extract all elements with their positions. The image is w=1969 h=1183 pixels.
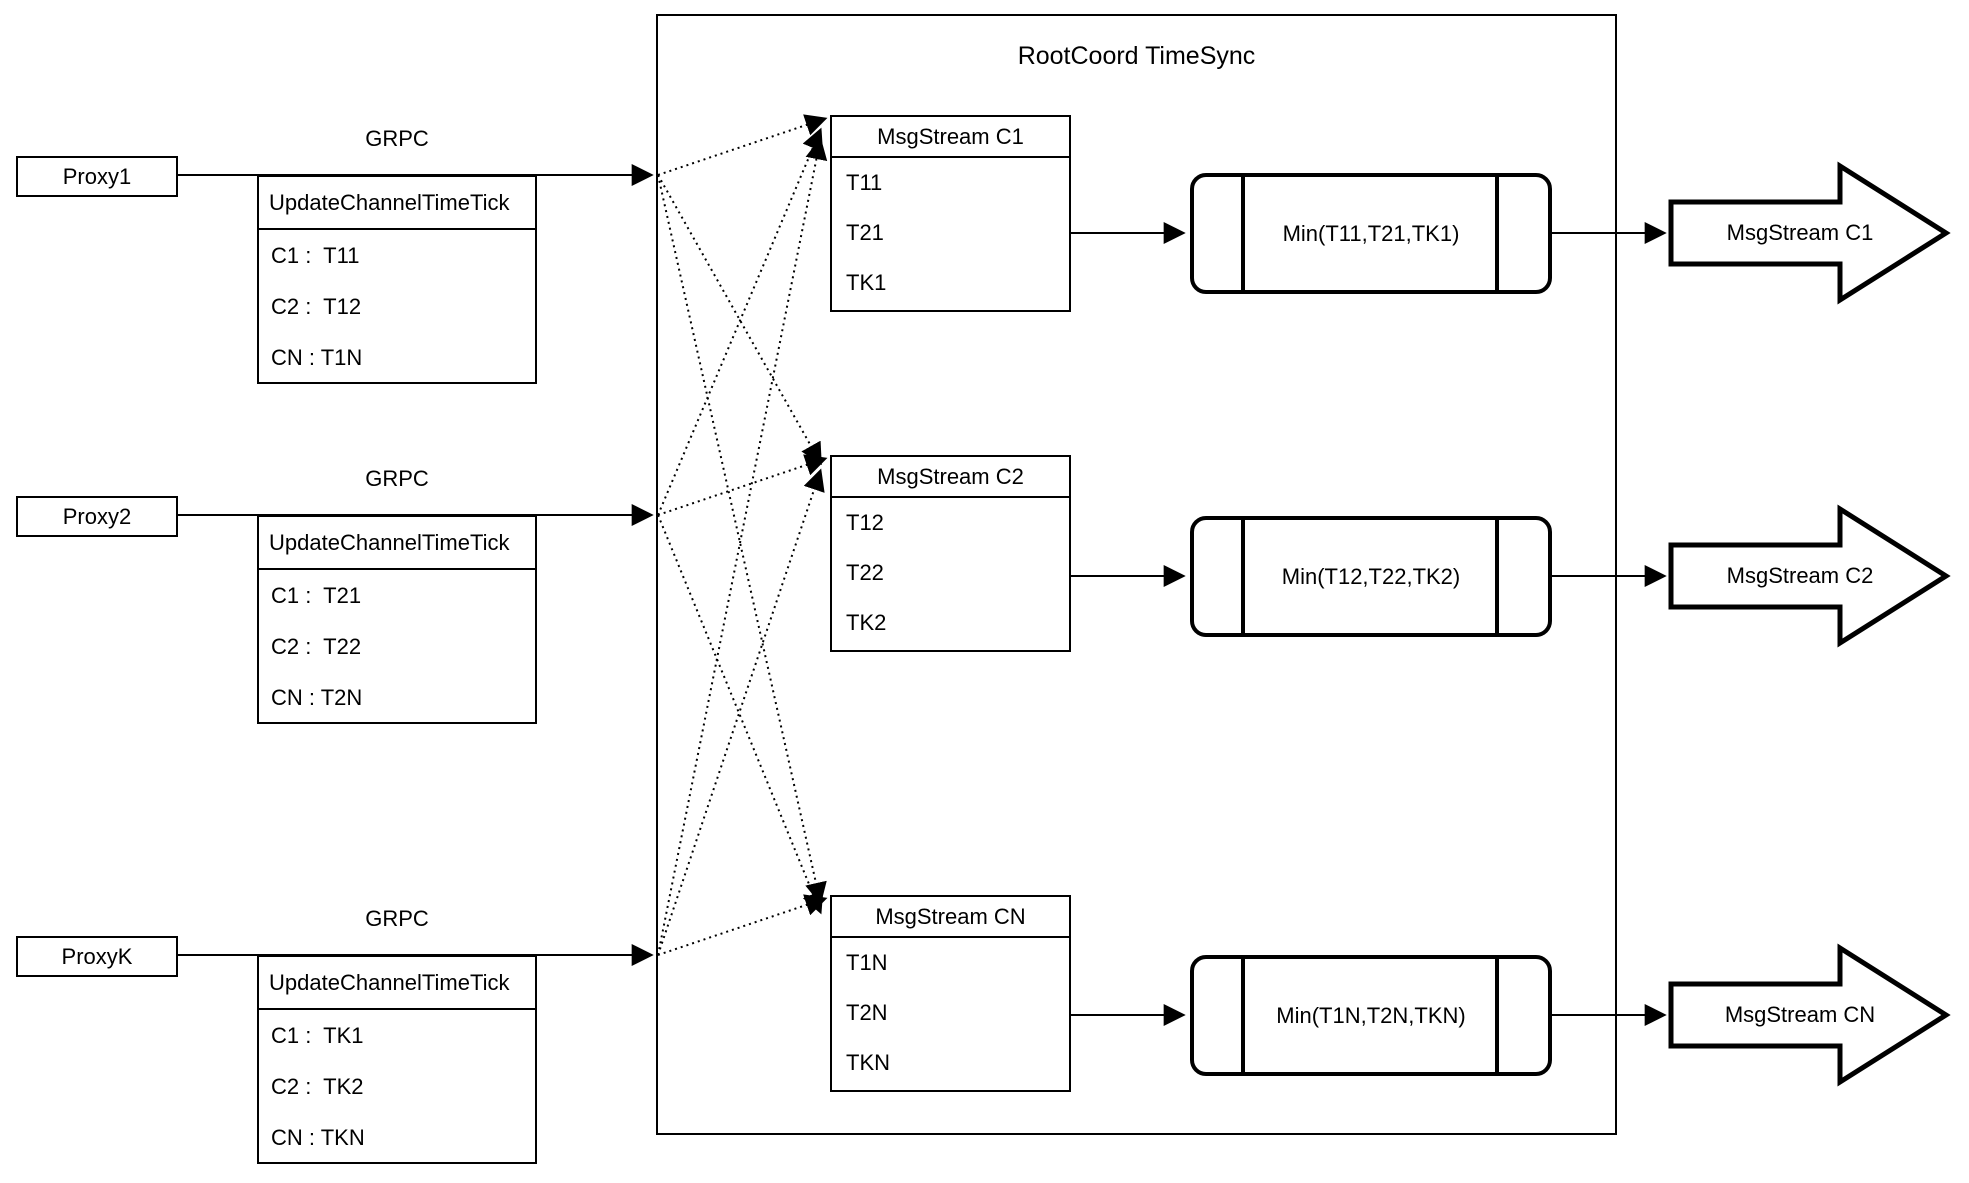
min-box: Min(T11,T21,TK1) [1190,173,1552,294]
timetick-row: CN : T2N [271,685,363,710]
msgstream-row: T12 [846,510,884,535]
msgstream-row: TK2 [846,610,887,635]
msgstream-row: T22 [846,560,884,585]
timetick-row: CN : TKN [271,1125,365,1150]
min-box: Min(T1N,T2N,TKN) [1190,955,1552,1076]
min-label: Min(T1N,T2N,TKN) [1276,1002,1466,1028]
output-arrow-label: MsgStream C1 [1726,220,1874,245]
grpc-label: GRPC [365,126,429,151]
min-box-left-bar [1241,177,1245,290]
timetick-row: C2 : TK2 [271,1074,364,1099]
rootcoord-container [656,14,1617,1135]
timetick-row: CN : T1N [271,345,363,370]
timetick-table: UpdateChannelTimeTick C1 : TK1 C2 : TK2 … [257,955,537,1164]
msgstream-row: TK1 [846,270,887,295]
proxy-box: Proxy2 [16,496,178,537]
proxy-box: Proxy1 [16,156,178,197]
timetick-row: C1 : TK1 [271,1023,364,1048]
min-box-left-bar [1241,959,1245,1072]
proxy-box: ProxyK [16,936,178,977]
min-box-right-bar [1495,959,1499,1072]
msgstream-row: T11 [846,170,883,195]
msgstream-row: T21 [846,220,884,245]
msgstream-row: T1N [846,950,888,975]
msgstream-row: TKN [846,1050,890,1075]
grpc-label: GRPC [365,906,429,931]
msgstream-table-header: MsgStream CN [832,897,1069,938]
min-label: Min(T12,T22,TK2) [1281,563,1461,589]
rootcoord-title: RootCoord TimeSync [1017,42,1256,70]
output-arrows [1668,161,1951,1087]
timetick-row: C1 : T11 [271,243,360,268]
min-box-left-bar [1241,520,1245,633]
min-box-right-bar [1495,520,1499,633]
msgstream-table: MsgStream C2 T12 T22 TK2 [830,455,1071,652]
msgstream-row: T2N [846,1000,888,1025]
timetick-table-header: UpdateChannelTimeTick [259,517,535,570]
output-arrow-label: MsgStream C2 [1726,563,1874,588]
min-box: Min(T12,T22,TK2) [1190,516,1552,637]
msgstream-table-header: MsgStream C1 [832,117,1069,158]
msgstream-table: MsgStream C1 T11 T21 TK1 [830,115,1071,312]
timetick-table: UpdateChannelTimeTick C1 : T11 C2 : T12 … [257,175,537,384]
timetick-table: UpdateChannelTimeTick C1 : T21 C2 : T22 … [257,515,537,724]
grpc-label: GRPC [365,466,429,491]
output-arrow-label: MsgStream CN [1724,1002,1876,1027]
msgstream-table: MsgStream CN T1N T2N TKN [830,895,1071,1092]
min-label: Min(T11,T21,TK1) [1282,220,1460,246]
min-box-right-bar [1495,177,1499,290]
timetick-row: C1 : T21 [271,583,362,608]
timetick-table-header: UpdateChannelTimeTick [259,957,535,1010]
timetick-row: C2 : T22 [271,634,362,659]
timetick-table-header: UpdateChannelTimeTick [259,177,535,230]
msgstream-table-header: MsgStream C2 [832,457,1069,498]
timetick-row: C2 : T12 [271,294,362,319]
